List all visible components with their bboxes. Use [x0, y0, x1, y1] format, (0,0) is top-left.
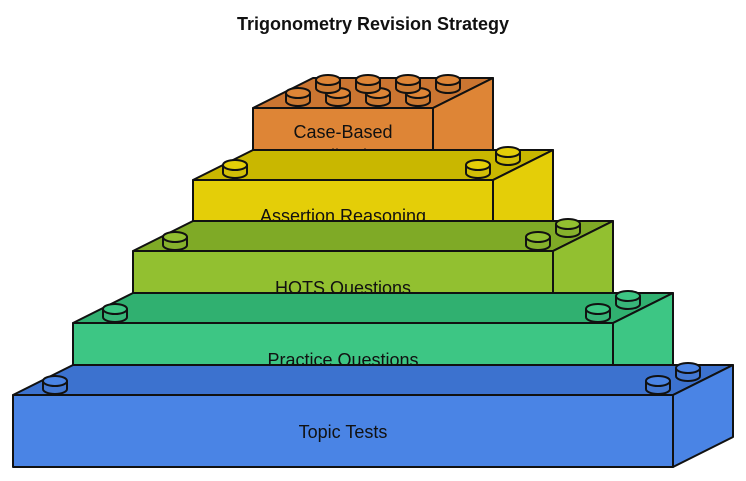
stud-1-8: [435, 74, 461, 94]
studs-tier-2: [222, 146, 521, 179]
stud-1-6: [355, 74, 381, 94]
stud-5-1: [42, 375, 68, 395]
studs-tier-4: [102, 290, 641, 323]
stud-4-3: [615, 290, 641, 310]
stud-2-1: [222, 159, 248, 179]
stud-1-5: [315, 74, 341, 94]
stud-5-2: [645, 375, 671, 395]
block-front-face: [12, 394, 674, 468]
tier-label: Topic Tests: [299, 422, 388, 442]
stud-3-2: [525, 231, 551, 251]
block-top-face: [12, 364, 734, 396]
stud-5-3: [675, 362, 701, 382]
stud-2-2: [465, 159, 491, 179]
diagram-title: Trigonometry Revision Strategy: [237, 14, 509, 34]
stud-4-1: [102, 303, 128, 323]
studs-tier-5: [42, 362, 701, 395]
stud-2-3: [495, 146, 521, 166]
stud-1-1: [285, 87, 311, 107]
studs-tier-1: [285, 74, 461, 107]
stud-4-2: [585, 303, 611, 323]
studs-tier-3: [162, 218, 581, 251]
stud-3-3: [555, 218, 581, 238]
stud-3-1: [162, 231, 188, 251]
block-top-face: [72, 292, 674, 324]
block-tier-5: Topic Tests: [12, 364, 734, 468]
stud-1-7: [395, 74, 421, 94]
